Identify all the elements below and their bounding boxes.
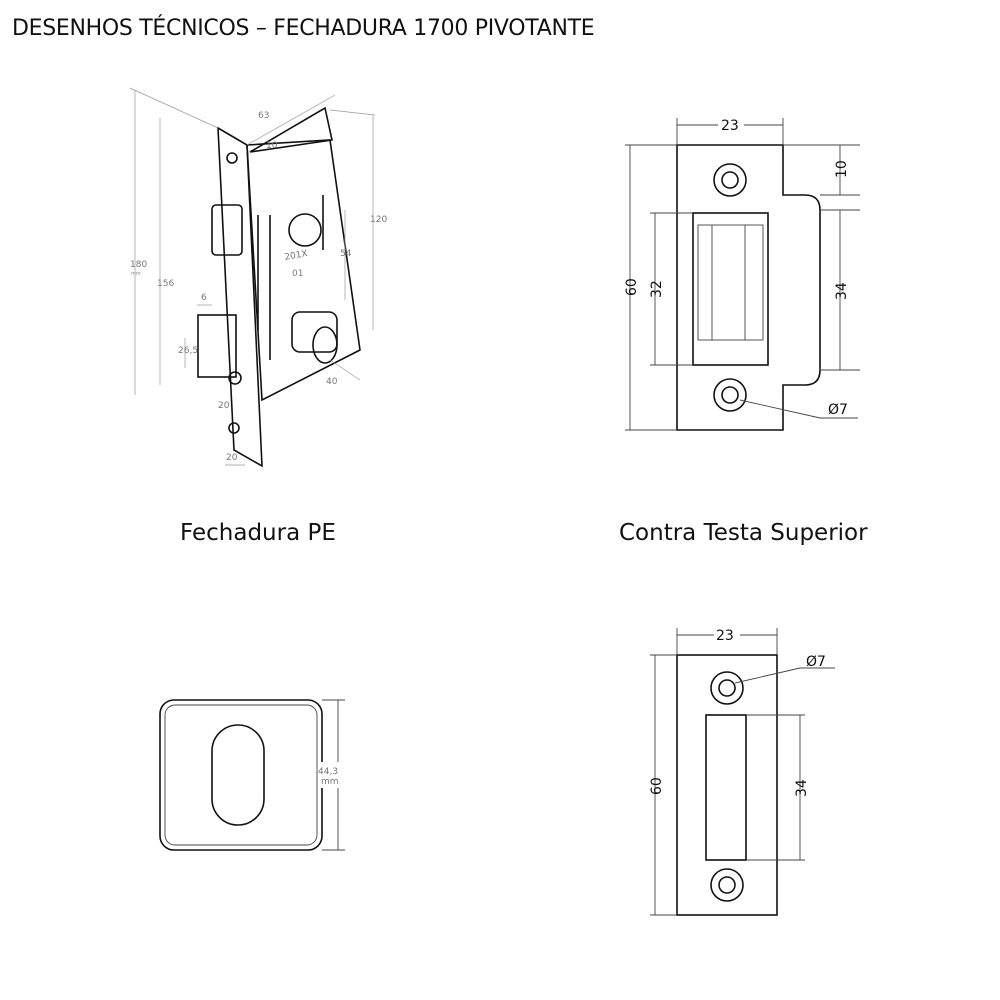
svg-text:Ø7: Ø7 (828, 402, 848, 418)
strike-plate-upper: 23 60 32 10 34 Ø7 (624, 116, 860, 431)
latch-bolt (211, 204, 243, 256)
svg-text:32: 32 (649, 280, 665, 298)
lock-drawing: 201X 01 63 10 120 54 40 180 156 6 26,5 2… (129, 87, 387, 468)
svg-text:54: 54 (340, 249, 352, 259)
svg-text:34: 34 (794, 779, 810, 797)
escutcheon-drawing: 44,3 mm (159, 699, 348, 851)
svg-text:44,3: 44,3 (318, 767, 338, 777)
svg-text:201X: 201X (284, 249, 309, 263)
deadbolt (197, 314, 237, 378)
svg-text:20: 20 (218, 401, 230, 411)
spindle-hub (288, 213, 322, 247)
svg-text:180: 180 (130, 260, 147, 270)
page-title: DESENHOS TÉCNICOS – FECHADURA 1700 PIVOT… (12, 16, 595, 41)
svg-text:60: 60 (624, 278, 640, 296)
lock-body (246, 139, 361, 402)
svg-text:01: 01 (292, 269, 303, 279)
svg-text:10: 10 (834, 160, 850, 178)
svg-text:120: 120 (370, 215, 387, 225)
svg-text:26,5: 26,5 (178, 346, 198, 356)
strike-plate-lower: 23 60 34 Ø7 (649, 626, 835, 916)
svg-text:10: 10 (266, 141, 278, 151)
svg-text:40: 40 (326, 377, 338, 387)
svg-text:34: 34 (834, 282, 850, 300)
svg-text:mm: mm (131, 271, 141, 277)
svg-text:mm: mm (321, 777, 339, 787)
svg-text:60: 60 (649, 777, 665, 795)
cylinder (291, 311, 338, 353)
svg-text:23: 23 (716, 628, 734, 644)
svg-text:23: 23 (721, 118, 739, 134)
svg-text:6: 6 (201, 293, 207, 303)
svg-text:63: 63 (258, 111, 269, 121)
caption-fechadura: Fechadura PE (180, 520, 336, 546)
svg-text:156: 156 (157, 279, 174, 289)
caption-contra-testa-superior: Contra Testa Superior (619, 520, 868, 546)
faceplate (217, 126, 263, 468)
svg-text:20: 20 (226, 453, 238, 463)
svg-text:Ø7: Ø7 (806, 654, 826, 670)
